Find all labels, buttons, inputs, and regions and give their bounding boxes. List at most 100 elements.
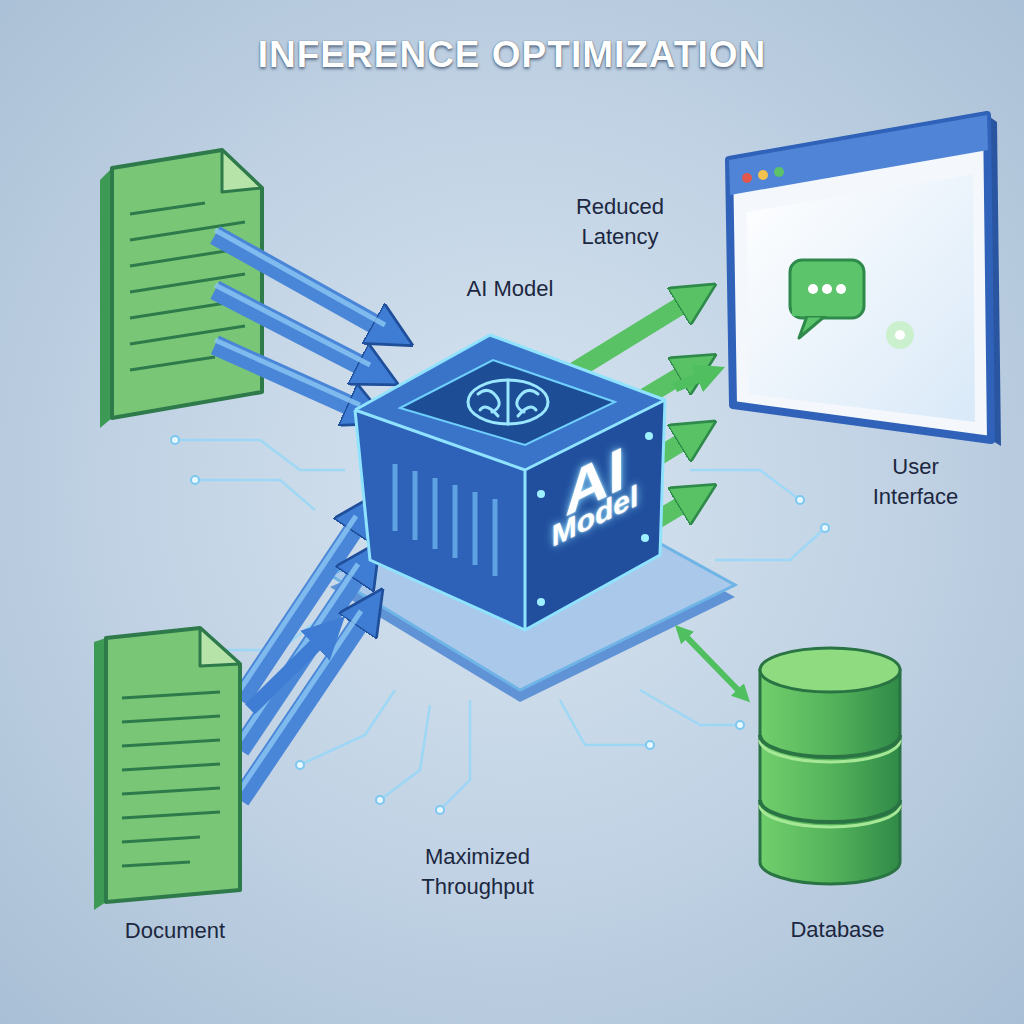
top-document [100, 150, 262, 428]
window-shape-part [792, 306, 832, 316]
document-icon: Document [100, 620, 250, 945]
ui-window: User Interface [725, 110, 1015, 505]
input-arrow [215, 345, 360, 410]
database-cylinder: Database [750, 640, 925, 945]
database-shape-part [760, 735, 900, 757]
document-line [130, 357, 215, 370]
window-shape-part [822, 284, 832, 294]
annotation-label: Reduced Latency [555, 192, 685, 252]
annotation-label: Maximized Throughput [390, 842, 565, 902]
window-shape [725, 110, 1015, 505]
arrow-highlight [215, 230, 385, 325]
node-shape [725, 110, 1015, 505]
cube-shape-part [468, 380, 548, 424]
cube-shape-part [355, 335, 665, 630]
circuit-node [296, 761, 304, 769]
document-shape-part-part [122, 862, 190, 866]
document-fold [222, 150, 262, 192]
database-shape-part [760, 670, 900, 884]
cube-shape-part-part [393, 464, 398, 531]
document-shape-part-part [122, 788, 220, 794]
window-shape-part [836, 284, 846, 294]
document-line [130, 203, 205, 214]
circuit-trace [175, 440, 345, 470]
document-shape-part [200, 628, 240, 666]
document-shape-part-part [122, 716, 220, 722]
node-shape [750, 640, 925, 945]
window-shape-part [742, 173, 752, 183]
circuit-node [821, 524, 829, 532]
document-shape-part-part [122, 837, 200, 842]
circuit-trace [690, 470, 800, 500]
document-icon [112, 150, 262, 418]
circuit-node [736, 721, 744, 729]
circuit-node [796, 496, 804, 504]
flow-arrow [250, 640, 321, 709]
window-shape-part [808, 284, 818, 294]
node-label: User Interface [853, 452, 978, 512]
circuit-node [376, 796, 384, 804]
cube-shape [345, 270, 675, 640]
arrow-highlight [215, 340, 360, 405]
document-shape-part-part [122, 692, 220, 698]
circuit-trace [440, 700, 470, 810]
model-cube: AI ModelAI Model [345, 270, 675, 640]
circuit-node [436, 806, 444, 814]
cube-shape-part-part [468, 380, 548, 424]
cube-shape-part-part [413, 471, 418, 540]
circuit-trace [195, 480, 315, 510]
document-shape-part [106, 628, 240, 902]
flow-arrow [685, 635, 740, 692]
window-shape-part [774, 167, 784, 177]
cube-shape-part-part [473, 492, 478, 565]
circuit-trace [560, 700, 650, 745]
cube-shape-part-part [641, 534, 649, 542]
cube-shape-part-part [433, 478, 438, 549]
arrow-highlight [236, 611, 361, 796]
cube-shape-part-part [645, 432, 653, 440]
window-shape-part [895, 330, 905, 340]
cube-shape-part-part [355, 335, 665, 630]
document-shape-part-part [122, 740, 220, 746]
cube-shape-part [395, 464, 495, 576]
circuit-node [171, 436, 179, 444]
node-label: Database [750, 915, 925, 945]
document-shape-part-part [122, 812, 220, 818]
database-shape-part [760, 648, 900, 692]
cube-shape-part-part [507, 380, 510, 424]
input-arrow [215, 235, 385, 330]
circuit-node [191, 476, 199, 484]
cube-shape-part-part [480, 407, 498, 416]
cube-shape-part-part [453, 485, 458, 558]
window-shape-part [799, 316, 825, 338]
database-shape [750, 640, 925, 945]
circuit-node [646, 741, 654, 749]
cube-shape-part-part [537, 598, 545, 606]
circuit-trace [380, 705, 430, 800]
window-shape-part [729, 115, 991, 440]
cube-shape-part-part [518, 407, 536, 416]
node-label: Document [100, 916, 250, 946]
flow-arrow [675, 376, 703, 387]
window-shape-part [758, 170, 768, 180]
circuit-trace [715, 528, 825, 560]
window-shape-part [747, 174, 975, 422]
arrow-highlight [236, 564, 358, 746]
window-shape-part [790, 260, 864, 318]
document-shape [100, 620, 250, 945]
document-shape-part [122, 692, 220, 866]
cube-shape-part-part [493, 499, 498, 576]
cube-shape-part [355, 335, 665, 470]
diagram-title: INFERENCE OPTIMIZATION [0, 32, 1024, 78]
database-shape-part [760, 800, 900, 822]
node-shape [345, 270, 675, 640]
node-heading: AI Model [345, 274, 675, 304]
document-shape-part-part [122, 764, 220, 770]
cube-shape-part-part [524, 470, 527, 630]
arrow-highlight [236, 516, 356, 696]
cube-shape-part [400, 360, 615, 445]
node-shape [100, 620, 250, 945]
window-shape-part [886, 321, 914, 349]
